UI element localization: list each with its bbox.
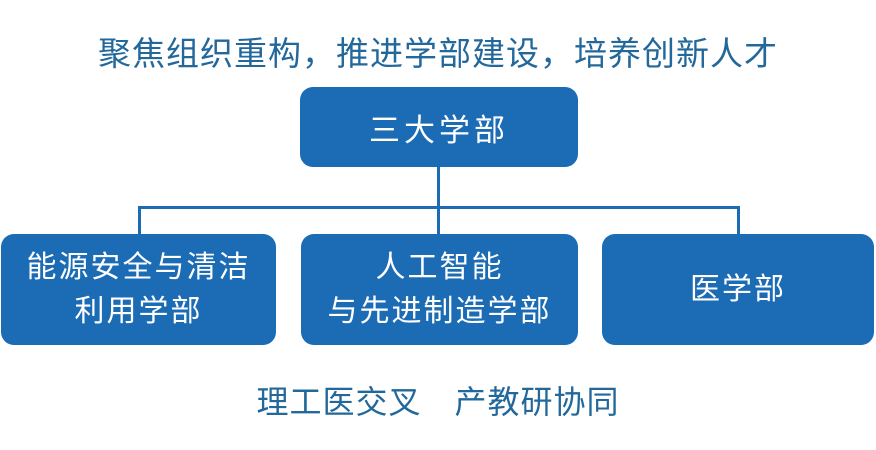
node-medical-faculty: 医学部 [602,234,874,345]
footer-slogan: 理工医交叉 产教研协同 [256,384,620,420]
node-energy-security-faculty-label: 能源安全与清洁 利用学部 [26,251,251,328]
connector-left-drop [138,206,141,235]
node-ai-advanced-manufacturing-faculty: 人工智能 与先进制造学部 [301,234,578,345]
root-node-three-faculties: 三大学部 [300,87,578,167]
root-node-label: 三大学部 [369,112,509,148]
node-medical-faculty-label: 医学部 [690,272,786,306]
node-energy-security-faculty: 能源安全与清洁 利用学部 [1,234,276,345]
connector-root-vertical [437,166,440,235]
connector-horizontal-bar [138,206,740,209]
node-ai-advanced-manufacturing-faculty-label: 人工智能 与先进制造学部 [327,251,552,328]
connector-right-drop [737,206,740,235]
chart-title: 聚焦组织重构，推进学部建设，培养创新人才 [98,37,778,73]
